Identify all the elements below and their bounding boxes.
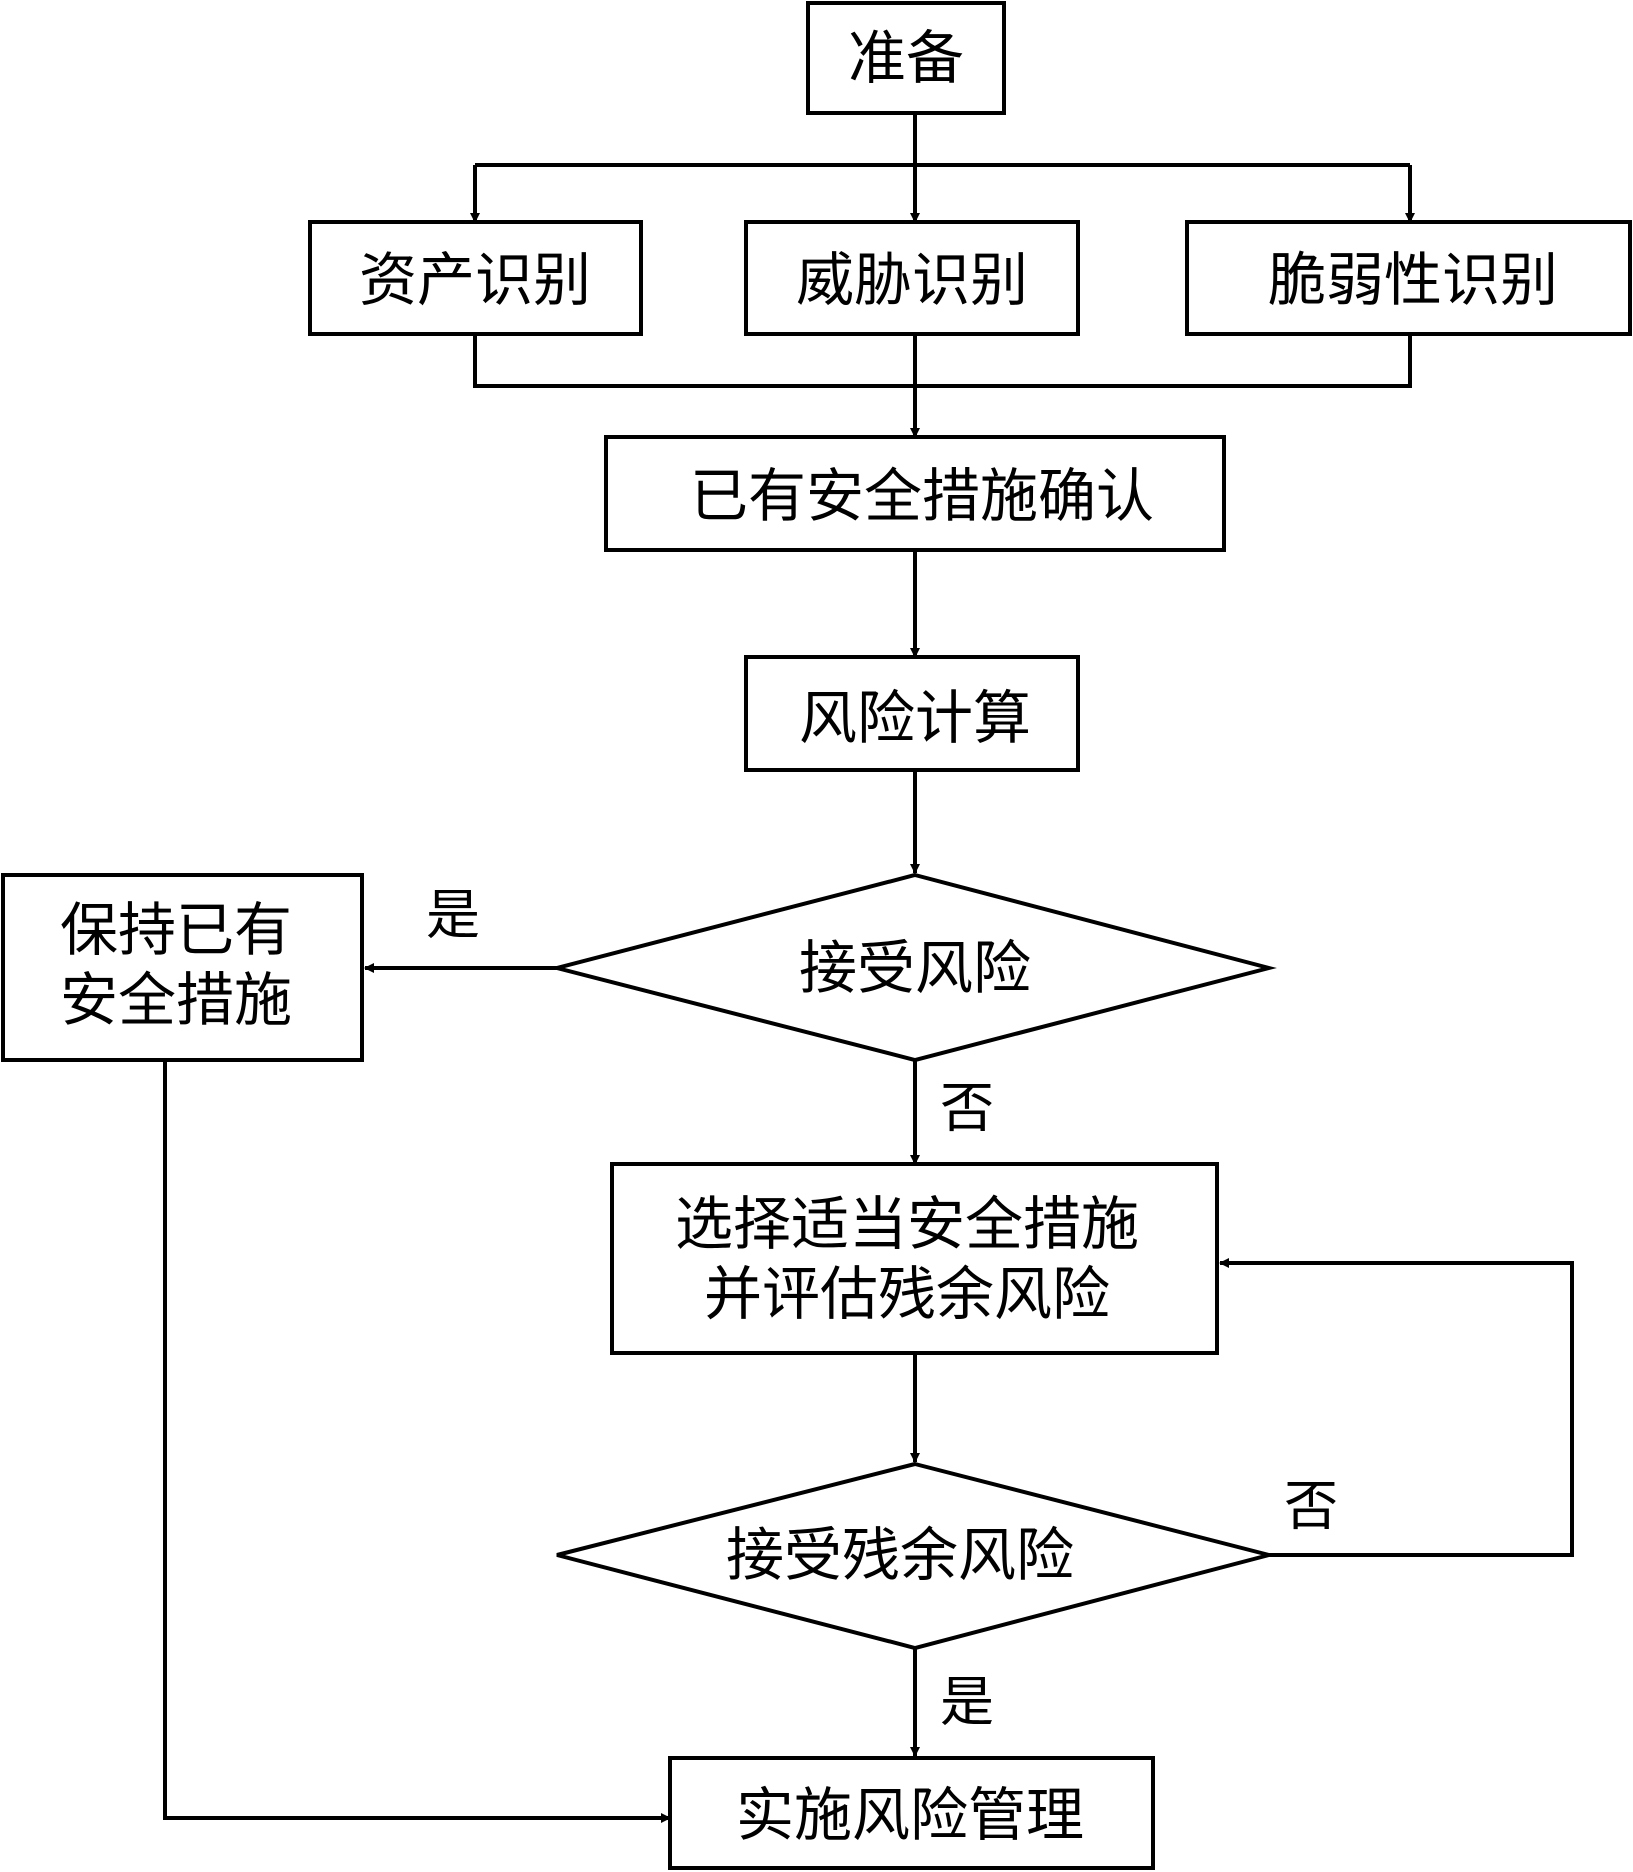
node-asset-identification: 资产识别	[308, 220, 643, 336]
edge-labels: 是 否 否 是	[426, 884, 1338, 1734]
node-accept-residual-risk: 接受残余风险	[556, 1461, 1277, 1651]
node-risk-calc-label: 风险计算	[799, 684, 1031, 752]
label-residual-yes: 是	[940, 1671, 994, 1734]
node-accept-risk-label: 接受风险	[799, 934, 1031, 1002]
edge-merge-bar	[473, 334, 1412, 388]
node-prepare: 准备	[806, 1, 1006, 115]
node-keep-existing-measures: 保持已有 安全措施	[1, 873, 364, 1062]
edge-residual-no	[1219, 1258, 1574, 1557]
node-vuln-label: 脆弱性识别	[1268, 246, 1558, 314]
node-risk-calculation: 风险计算	[744, 655, 1080, 772]
connectors	[163, 113, 1574, 1823]
node-prepare-label: 准备	[848, 24, 964, 92]
node-asset-label: 资产识别	[359, 246, 591, 314]
node-existing-label: 已有安全措施确认	[690, 462, 1154, 530]
node-select-line1: 选择适当安全措施	[675, 1190, 1139, 1258]
label-accept-yes: 是	[426, 884, 480, 947]
node-select-measures: 选择适当安全措施 并评估残余风险	[610, 1162, 1219, 1355]
node-threat-label: 威胁识别	[796, 246, 1028, 314]
node-implement-label: 实施风险管理	[736, 1781, 1084, 1849]
node-accept-residual-label: 接受残余风险	[726, 1521, 1074, 1589]
node-threat-identification: 威胁识别	[744, 220, 1080, 336]
node-implement-risk-management: 实施风险管理	[668, 1756, 1155, 1870]
label-accept-no: 否	[940, 1077, 994, 1140]
node-keep-line2: 安全措施	[60, 966, 292, 1034]
node-select-line2: 并评估残余风险	[704, 1260, 1110, 1328]
label-residual-no: 否	[1284, 1475, 1338, 1538]
node-existing-measures: 已有安全措施确认	[604, 435, 1226, 552]
node-vulnerability-identification: 脆弱性识别	[1185, 220, 1632, 336]
node-accept-risk: 接受风险	[549, 872, 1277, 1063]
node-keep-line1: 保持已有	[60, 896, 292, 964]
edge-keep-to-implement	[163, 1060, 671, 1823]
